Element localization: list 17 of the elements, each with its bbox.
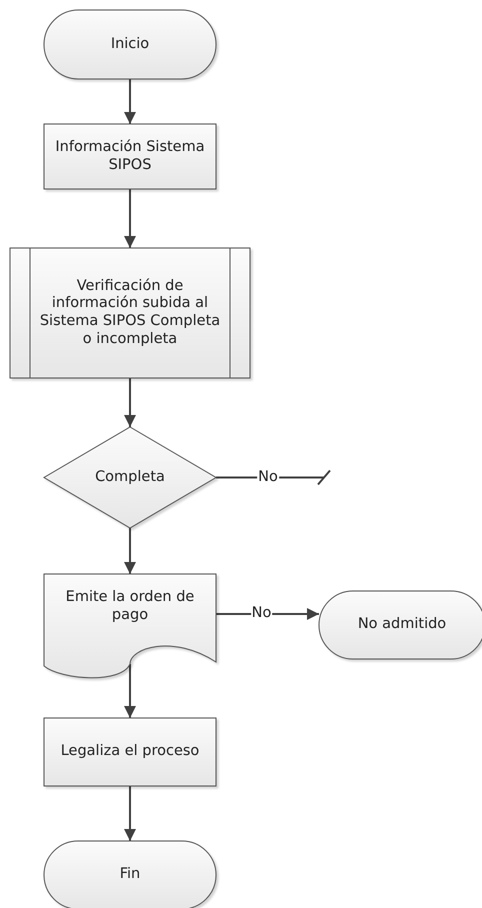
arrow (124, 786, 136, 841)
arrow (124, 189, 136, 248)
node-label: Inicio (110, 36, 150, 54)
edge-label: No (257, 470, 279, 484)
node-label: Emite la orden de pago (64, 589, 196, 625)
arrow (124, 79, 136, 124)
arrow (124, 664, 136, 718)
arrow (216, 608, 319, 620)
node-label: Legaliza el proceso (60, 743, 200, 761)
edge-label: No (250, 606, 272, 620)
node-label: No admitido (358, 616, 446, 634)
node-label: Verificación de información subida al Sistema SIPOS Completa o incompleta (38, 278, 222, 348)
node-label: Información Sistema SIPOS (54, 138, 206, 174)
node-label: Completa (95, 468, 165, 486)
node-label: Fin (120, 866, 140, 884)
arrow (124, 378, 136, 427)
arrow (124, 528, 136, 574)
